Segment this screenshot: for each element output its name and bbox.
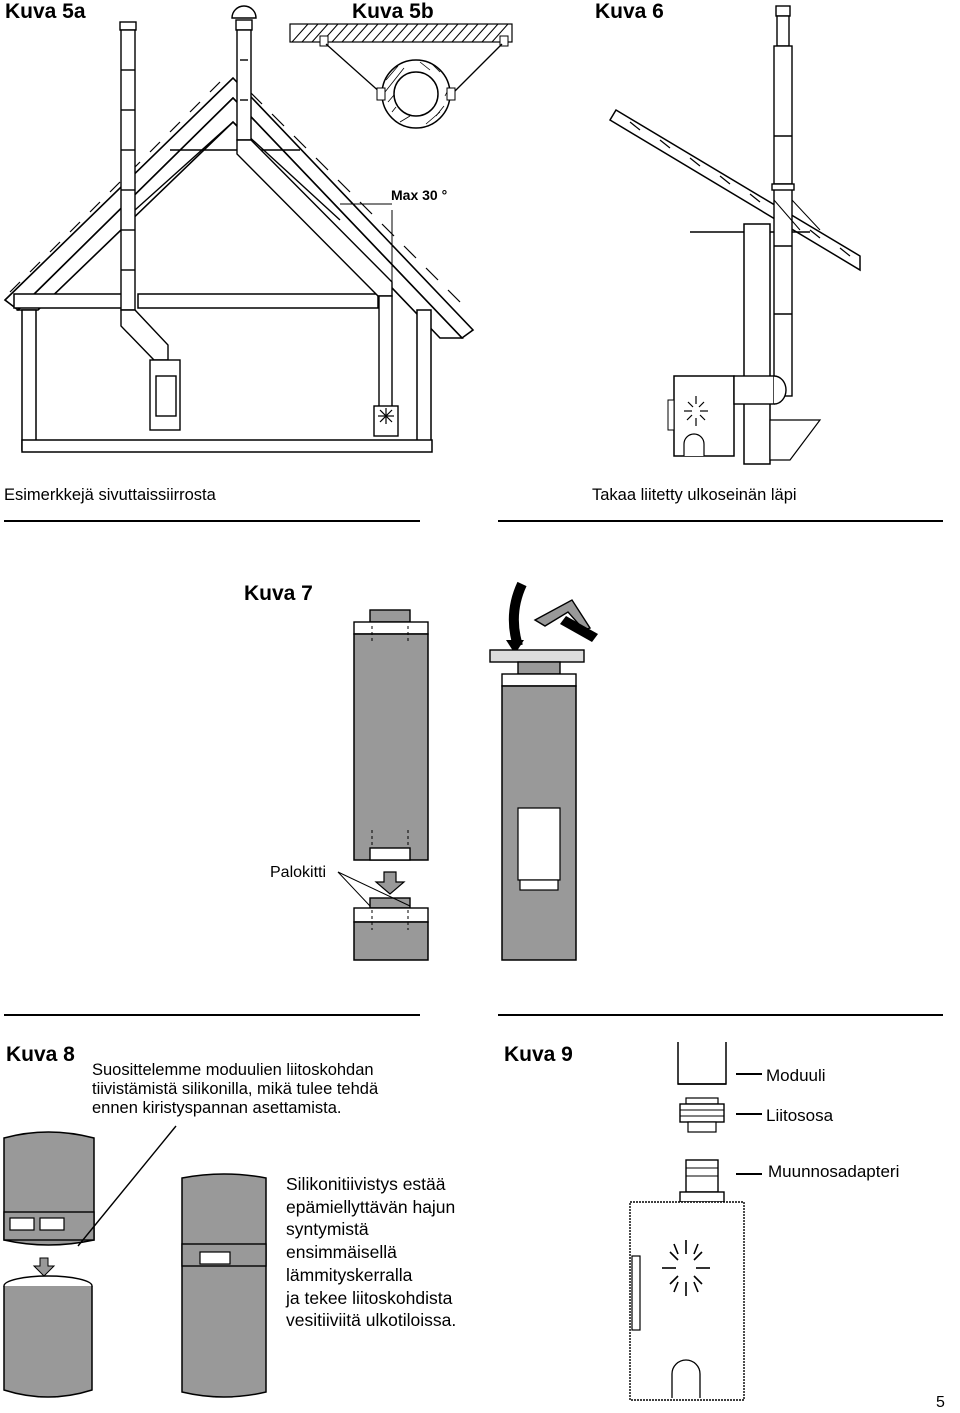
caption-kuva6: Takaa liitetty ulkoseinän läpi — [592, 486, 797, 504]
ceiling-hatch — [289, 23, 513, 129]
page-number: 5 — [936, 1394, 945, 1411]
figure-title-7: Kuva 7 — [244, 582, 313, 605]
fire-putty-label: Palokitti — [270, 864, 327, 881]
silicone-line: lämmityskerralla — [286, 1264, 413, 1285]
silicone-line: ja tekee liitoskohdista — [286, 1287, 453, 1308]
module-label: Moduuli — [766, 1066, 826, 1085]
divider-right-top — [498, 520, 943, 522]
figure-title-6: Kuva 6 — [595, 0, 664, 23]
figure-title-9: Kuva 9 — [504, 1043, 573, 1066]
angle-label: Max 30 ° — [391, 187, 448, 203]
adapter-illustration — [629, 1042, 762, 1401]
kuva8-paragraph: Suosittelemme moduulien liitoskohdan tii… — [92, 1061, 378, 1118]
clamp-illustration — [3, 1125, 267, 1398]
silicone-line: epämiellyttävän hajun — [286, 1196, 456, 1217]
figure-title-5a: Kuva 5a — [5, 0, 86, 23]
silicone-line: Silikonitiivistys estää — [286, 1174, 446, 1194]
pipe-joining-illustration — [337, 581, 598, 961]
kuva8-line: ennen kiristyspannan asettamista. — [92, 1099, 342, 1117]
silicone-line: ensimmäisellä — [286, 1242, 397, 1263]
connector-label: Liitososa — [766, 1106, 834, 1125]
rear-connection-illustration — [608, 5, 861, 465]
kuva8-line: tiivistämistä silikonilla, mikä tulee te… — [92, 1080, 379, 1098]
silicone-paragraph: Silikonitiivistys estää epämiellyttävän … — [286, 1173, 456, 1332]
chimney-left — [119, 21, 181, 431]
figure-title-5b: Kuva 5b — [352, 0, 434, 23]
silicone-line: vesitiiviitä ulkotiloissa. — [286, 1310, 457, 1331]
divider-left-bottom — [4, 1014, 420, 1016]
chimney-right — [231, 5, 399, 437]
house-section-illustration — [3, 5, 513, 453]
caption-kuva5: Esimerkkejä sivuttaissiirrosta — [4, 486, 216, 504]
divider-right-bottom — [498, 1014, 943, 1016]
divider-left-top — [4, 520, 420, 522]
figure-title-8: Kuva 8 — [6, 1043, 75, 1066]
adapter-label: Muunnosadapteri — [768, 1162, 900, 1181]
kuva8-line: Suosittelemme moduulien liitoskohdan — [92, 1061, 374, 1079]
silicone-line: syntymistä — [286, 1219, 369, 1240]
